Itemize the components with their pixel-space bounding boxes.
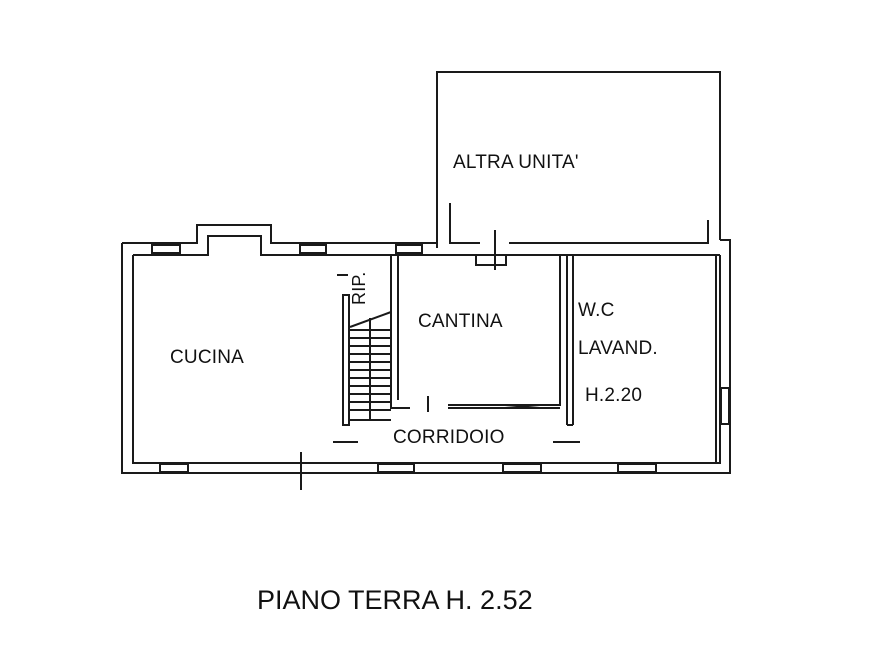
interior-walls: [390, 255, 717, 463]
plan-title: PIANO TERRA H. 2.52: [257, 585, 533, 615]
room-label-cantina: CANTINA: [418, 311, 503, 332]
staircase: [342, 294, 392, 426]
room-label-wc: W.C: [578, 300, 615, 321]
room-label-altra-unita: ALTRA UNITA': [453, 152, 579, 173]
altra-unita-walls: [436, 71, 721, 270]
room-label-cucina: CUCINA: [170, 347, 245, 368]
windows: [151, 244, 730, 473]
room-label-ripostiglio: RIP.: [349, 271, 369, 306]
room-label-lavanderia: LAVAND.: [578, 338, 658, 359]
room-label-corridoio: CORRIDOIO: [393, 427, 505, 448]
room-label-wc-height: H.2.20: [585, 385, 643, 406]
door-marks: [300, 274, 580, 490]
outer-walls: [121, 224, 731, 474]
